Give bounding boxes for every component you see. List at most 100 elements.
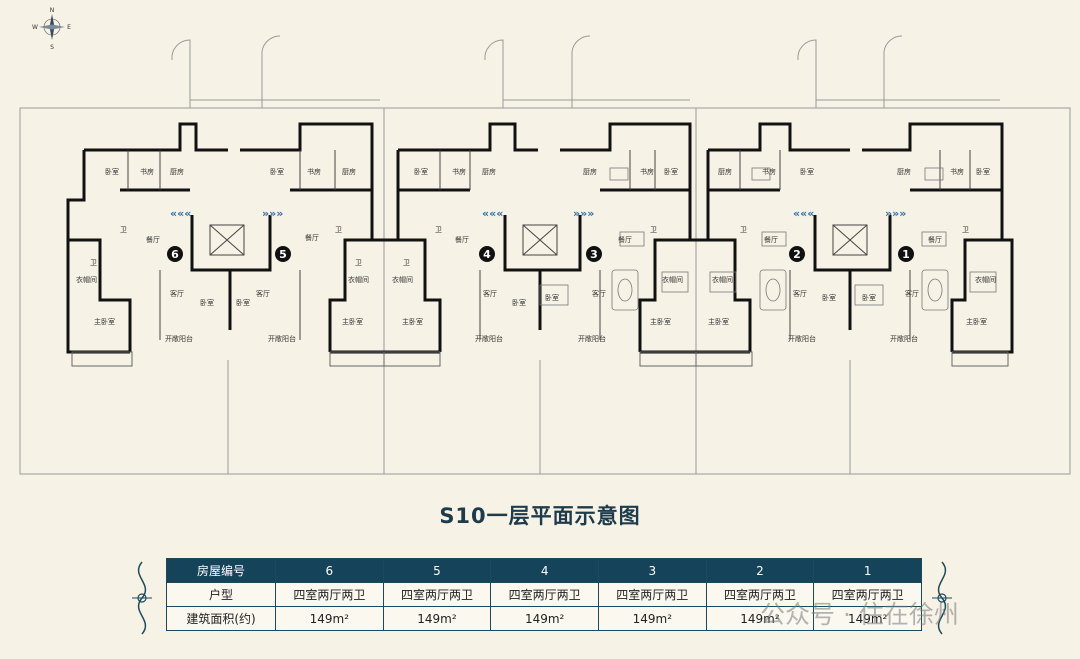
arrow-right-icon: »»» [262, 207, 283, 220]
room-label: 卧室 [976, 167, 990, 176]
room-label: 卫 [740, 226, 747, 234]
svg-text:4: 4 [483, 248, 491, 261]
room-label: 卧室 [270, 167, 284, 176]
unit-badge-2: 2 [789, 246, 805, 262]
table-row: 建筑面积(约) 149m² 149m² 149m² 149m² 149m² 14… [166, 606, 922, 631]
room-label: 客厅 [170, 289, 184, 298]
room-label: 厨房 [170, 167, 184, 176]
room-label: 卧室 [200, 298, 214, 307]
table-cell: 四室两厅两卫 [275, 582, 384, 607]
room-label: 衣帽间 [975, 275, 996, 284]
unit-1-labels: 厨房 书房 卧室 餐厅 卫 衣帽间 主卧室 客厅 卧室 开敞阳台 [862, 167, 996, 343]
table-header-cell: 5 [382, 558, 492, 583]
room-label: 开敞阳台 [578, 334, 606, 343]
furniture [539, 167, 997, 311]
room-label: 餐厅 [928, 235, 942, 244]
direction-arrows: ««« »»» ««« »»» ««« »»» [170, 207, 906, 220]
room-label: 卫 [90, 259, 97, 267]
room-label: 客厅 [592, 289, 606, 298]
balconies [71, 351, 1009, 367]
left-ornament-icon [132, 561, 152, 635]
arrow-left-icon: ««« [482, 207, 503, 220]
table-cell: 建筑面积(约) [166, 606, 276, 631]
room-label: 开敞阳台 [165, 334, 193, 343]
table-cell: 四室两厅两卫 [597, 582, 707, 607]
unit-2-labels: 厨房 书房 卧室 餐厅 卫 衣帽间 主卧室 客厅 卧室 开敞阳台 [708, 167, 836, 343]
room-label: 厨房 [583, 167, 597, 176]
arrow-left-icon: ««« [793, 207, 814, 220]
table-header-cell: 房屋编号 [166, 558, 276, 583]
room-label: 卫 [962, 226, 969, 234]
svg-text:5: 5 [279, 248, 287, 261]
room-label: 衣帽间 [712, 275, 733, 284]
room-label: 客厅 [905, 289, 919, 298]
table-cell: 四室两厅两卫 [490, 582, 599, 607]
room-label: 卧室 [545, 293, 559, 302]
unit-badge-3: 3 [586, 246, 602, 262]
compass-s: S [50, 44, 54, 51]
room-label: 厨房 [342, 167, 356, 176]
site-boundary [19, 35, 1071, 475]
unit-4-labels: 卧室 书房 厨房 餐厅 卫 卫 衣帽间 主卧室 客厅 卧室 开敞阳台 [392, 167, 526, 343]
table-header-cell: 6 [275, 558, 384, 583]
room-label: 厨房 [482, 167, 496, 176]
room-label: 餐厅 [455, 235, 469, 244]
room-label: 卧室 [105, 167, 119, 176]
svg-text:6: 6 [171, 248, 179, 261]
svg-text:3: 3 [590, 248, 598, 261]
room-label: 客厅 [483, 289, 497, 298]
arrow-right-icon: »»» [573, 207, 594, 220]
unit-6-labels: 卧室 书房 厨房 餐厅 卫 卫 衣帽间 主卧室 客厅 卧室 开敞阳台 [76, 167, 214, 343]
compass-icon: N S E W [32, 7, 71, 51]
room-label: 书房 [762, 167, 776, 176]
unit-3-labels: 厨房 书房 卧室 餐厅 卫 衣帽间 主卧室 客厅 卧室 开敞阳台 [545, 167, 683, 343]
arrow-right-icon: »»» [885, 207, 906, 220]
room-label: 客厅 [256, 289, 270, 298]
room-label: 餐厅 [618, 235, 632, 244]
table-cell: 149m² [597, 606, 707, 631]
room-label: 衣帽间 [348, 275, 369, 284]
table-row: 户型 四室两厅两卫 四室两厅两卫 四室两厅两卫 四室两厅两卫 四室两厅两卫 四室… [166, 582, 922, 607]
room-label: 开敞阳台 [788, 334, 816, 343]
room-label: 卧室 [862, 293, 876, 302]
room-label: 客厅 [793, 289, 807, 298]
unit-badge-1: 1 [898, 246, 914, 262]
room-label: 书房 [452, 167, 466, 176]
room-label: 书房 [950, 167, 964, 176]
room-label: 餐厅 [146, 235, 160, 244]
table-cell: 四室两厅两卫 [705, 582, 815, 607]
table-header-cell: 1 [813, 558, 922, 583]
room-label: 厨房 [897, 167, 911, 176]
room-label: 开敞阳台 [890, 334, 918, 343]
table-header-row: 房屋编号 6 5 4 3 2 1 [166, 558, 922, 583]
unit-badge-6: 6 [167, 246, 183, 262]
room-label: 卫 [335, 226, 342, 234]
room-label: 卫 [120, 226, 127, 234]
room-label: 开敞阳台 [268, 334, 296, 343]
room-label: 卧室 [512, 298, 526, 307]
room-label: 书房 [307, 167, 321, 176]
floor-plan: N S E W [19, 7, 1071, 475]
interior-partitions [127, 150, 971, 340]
room-label: 主卧室 [708, 317, 729, 326]
room-label: 衣帽间 [76, 275, 97, 284]
room-label: 卧室 [236, 298, 250, 307]
unit-info-table: 房屋编号 6 5 4 3 2 1 户型 四室两厅两卫 四室两厅两卫 四室两厅两卫… [166, 558, 922, 631]
room-label: 卧室 [822, 293, 836, 302]
watermark: 公众号 · 住在徐州 [760, 600, 959, 629]
room-label: 卧室 [664, 167, 678, 176]
plan-title: S10一层平面示意图 [439, 504, 641, 528]
room-label: 卫 [650, 226, 657, 234]
unit-badge-4: 4 [479, 246, 495, 262]
unit-badge-5: 5 [275, 246, 291, 262]
compass-e: E [67, 24, 71, 31]
room-label: 主卧室 [650, 317, 671, 326]
arrow-left-icon: ««« [170, 207, 191, 220]
room-label: 开敞阳台 [475, 334, 503, 343]
room-label: 书房 [140, 167, 154, 176]
room-label: 餐厅 [764, 235, 778, 244]
room-label: 厨房 [718, 167, 732, 176]
room-label: 卧室 [414, 167, 428, 176]
svg-text:2: 2 [793, 248, 801, 261]
room-label: 卫 [403, 259, 410, 267]
